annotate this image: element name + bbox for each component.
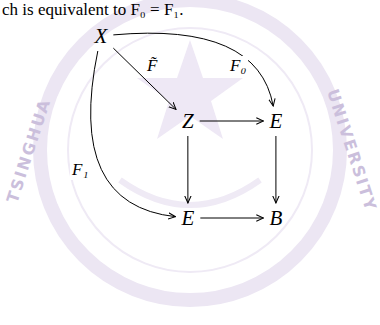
object-symbol: X (95, 24, 108, 48)
object-symbol: B (270, 206, 283, 230)
arrow-label: F₀ (228, 56, 248, 76)
object-symbol: E (270, 109, 283, 133)
morphism-arrow (113, 48, 176, 109)
body-text: ch is equivalent to F₀ = F₁. (2, 0, 184, 20)
math-object: B (265, 204, 288, 232)
math-object: E (177, 204, 200, 232)
math-object: Z (177, 107, 199, 135)
morphism-arrow (91, 51, 176, 217)
arrow-label: F̃ (145, 56, 159, 76)
morphism-arrow (200, 121, 264, 122)
arrow-label: F₁ (70, 160, 90, 180)
math-object: E (265, 107, 288, 135)
morphism-arrow (113, 33, 273, 106)
object-symbol: E (182, 206, 195, 230)
object-symbol: Z (182, 109, 194, 133)
math-object: X (90, 22, 113, 50)
morphism-arrow (275, 136, 276, 203)
morphism-arrow (200, 218, 263, 219)
morphism-arrow (187, 136, 188, 203)
